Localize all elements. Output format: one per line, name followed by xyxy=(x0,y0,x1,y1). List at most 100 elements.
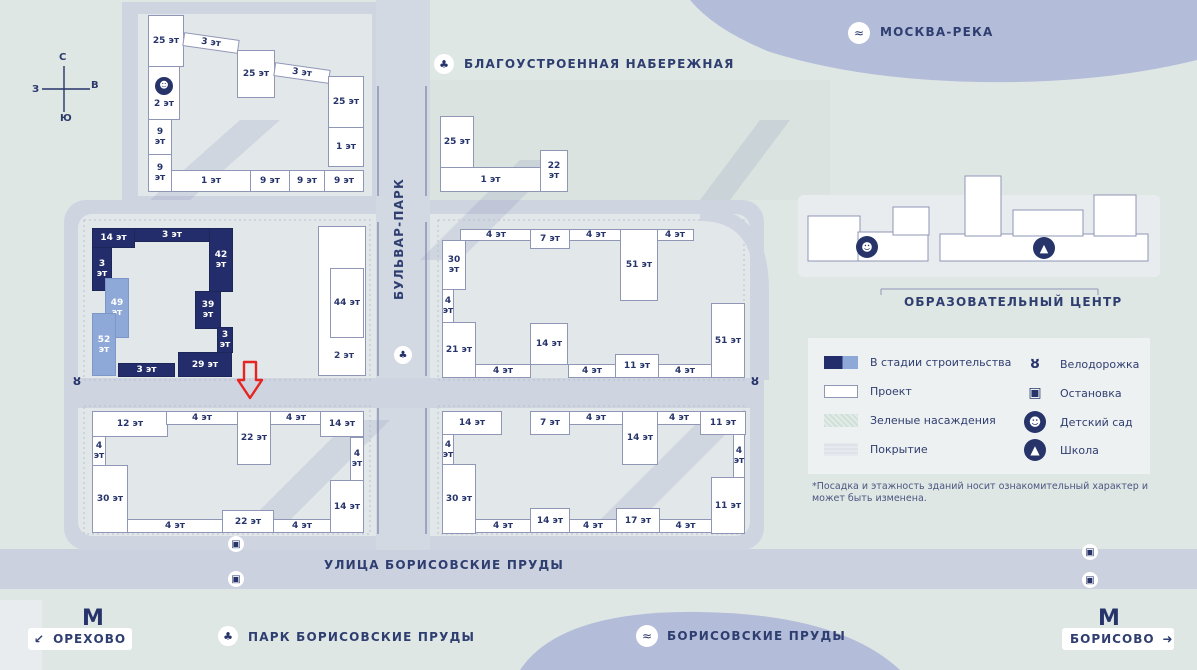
compass-rose xyxy=(42,66,90,112)
building-label: 2 эт xyxy=(154,99,174,109)
building-25-floors[interactable]: 25 эт xyxy=(328,76,364,128)
building-12-floors[interactable]: 12 эт xyxy=(92,411,168,437)
building-51-floors[interactable]: 51 эт xyxy=(620,229,658,301)
building-14-floors[interactable]: 14 эт xyxy=(320,411,364,437)
red-arrow-icon xyxy=(236,360,264,400)
building-1-floors[interactable]: 1 эт xyxy=(171,170,251,192)
metro-borisovo[interactable]: БОРИСОВО ➜ xyxy=(1062,628,1174,650)
building-4-floors[interactable]: 4 эт xyxy=(475,519,531,533)
metro-icon-left: M xyxy=(82,606,104,631)
building-14-floors[interactable]: 14 эт xyxy=(442,411,502,435)
building-construction-3-floors[interactable]: 3 эт xyxy=(118,363,175,377)
building-44-floors[interactable]: 44 эт xyxy=(330,268,364,338)
building-11-floors[interactable]: 11 эт xyxy=(700,411,746,435)
building-22-floors[interactable]: 22 эт xyxy=(222,510,274,533)
building-4-floors[interactable]: 4 эт xyxy=(460,229,532,241)
tree-icon: ♣ xyxy=(434,54,454,74)
building-7-floors[interactable]: 7 эт xyxy=(530,229,570,249)
building-25-floors[interactable]: 25 эт xyxy=(148,15,184,67)
building-22-floors[interactable]: 22 эт xyxy=(237,411,271,465)
building-label-part: эт xyxy=(98,344,110,355)
building-construction-29-floors[interactable]: 29 эт xyxy=(178,352,232,377)
building-21-floors[interactable]: 21 эт xyxy=(442,322,476,378)
building-14-floors[interactable]: 14 эт xyxy=(622,411,658,465)
metro-orehovo[interactable]: ↙ ОРЕХОВО xyxy=(28,628,132,650)
legend-bicycle-label: Велодорожка xyxy=(1060,357,1140,371)
building-30-floors[interactable]: 30 эт xyxy=(442,464,476,534)
building-9-floors[interactable]: 9 эт xyxy=(324,170,364,192)
building-kindergarten-2-floors[interactable]: ☻ 2 эт xyxy=(148,66,180,120)
building-30-floors[interactable]: 30 эт xyxy=(92,465,128,533)
legend-green: Зеленые насаждения xyxy=(824,414,996,427)
building-4-floors[interactable]: 4 эт xyxy=(658,364,712,378)
building-4-floors[interactable]: 4 эт xyxy=(273,519,331,533)
building-4-floors[interactable]: 4 эт xyxy=(569,411,623,425)
building-construction-3-floors[interactable]: 3 эт xyxy=(134,228,210,242)
building-1-floors[interactable]: 1 эт xyxy=(328,127,364,167)
building-label-part: 22 xyxy=(547,161,561,171)
legend-note: *Посадка и этажность зданий носит ознако… xyxy=(812,481,1148,504)
building-51-floors[interactable]: 51 эт xyxy=(711,303,745,378)
building-1-floors[interactable]: 1 эт xyxy=(440,167,541,192)
building-4-floors[interactable]: 4 эт xyxy=(569,229,623,241)
legend-construction: В стадии строительства xyxy=(824,356,1011,369)
building-11-floors[interactable]: 11 эт xyxy=(711,477,745,534)
label-moskva-river: МОСКВА-РЕКА xyxy=(880,25,994,39)
bus-stop-icon-1: ▣ xyxy=(228,536,244,552)
building-4-floors[interactable]: 4 эт xyxy=(656,229,694,241)
metro-borisovo-label: БОРИСОВО xyxy=(1070,632,1155,646)
building-4-floors[interactable]: 4 эт xyxy=(657,411,701,425)
project-swatch xyxy=(824,385,858,398)
building-label-part: 49 xyxy=(110,298,124,308)
building-14-floors[interactable]: 14 эт xyxy=(330,480,364,533)
building-4-floors[interactable]: 4 эт xyxy=(270,411,322,425)
building-construction-14-floors[interactable]: 14 эт xyxy=(92,228,135,248)
building-7-floors[interactable]: 7 эт xyxy=(530,411,570,435)
building-25-floors[interactable]: 25 эт xyxy=(440,116,474,168)
tree-icon-park: ♣ xyxy=(218,626,238,646)
building-4-floors[interactable]: 4 эт xyxy=(127,519,223,533)
building-11-floors[interactable]: 11 эт xyxy=(615,354,659,378)
green-swatch xyxy=(824,414,858,427)
building-2-floors[interactable]: 2 эт xyxy=(334,351,354,361)
compass-west: З xyxy=(32,84,40,95)
legend-project: Проект xyxy=(824,385,912,398)
label-embankment: БЛАГОУСТРОЕННАЯ НАБЕРЕЖНАЯ xyxy=(464,57,735,71)
building-14-floors[interactable]: 14 эт xyxy=(530,508,570,533)
building-4-floors[interactable]: 4 эт xyxy=(569,519,617,533)
bicycle-icon: ȣ xyxy=(1030,356,1040,372)
building-4-floors[interactable]: 4 эт xyxy=(568,364,616,378)
building-label-part: эт xyxy=(548,171,560,181)
bicycle-icon-east: ȣ xyxy=(751,374,759,388)
building-label-part: эт xyxy=(202,310,214,320)
kindergarten-icon: ☻ xyxy=(155,77,173,95)
building-14-floors[interactable]: 14 эт xyxy=(530,323,568,365)
legend-bus-stop: ▣ Остановка xyxy=(1024,382,1121,404)
building-9-floors[interactable]: 9 эт xyxy=(250,170,290,192)
bicycle-icon-west: ȣ xyxy=(73,374,81,388)
building-4-floors[interactable]: 4 эт xyxy=(475,364,531,378)
building-label-part: эт xyxy=(93,451,105,461)
building-4-floors[interactable]: 4 эт xyxy=(659,519,712,533)
building-4-floors[interactable]: 4 эт xyxy=(166,411,238,425)
building-17-floors[interactable]: 17 эт xyxy=(616,508,660,533)
tree-icon-boulevard: ♣ xyxy=(394,346,412,364)
label-street: УЛИЦА БОРИСОВСКИЕ ПРУДЫ xyxy=(324,558,565,572)
legend-cover: Покрытие xyxy=(824,443,928,456)
building-25-floors[interactable]: 25 эт xyxy=(237,50,275,98)
building-9-floors[interactable]: 9 эт xyxy=(289,170,325,192)
